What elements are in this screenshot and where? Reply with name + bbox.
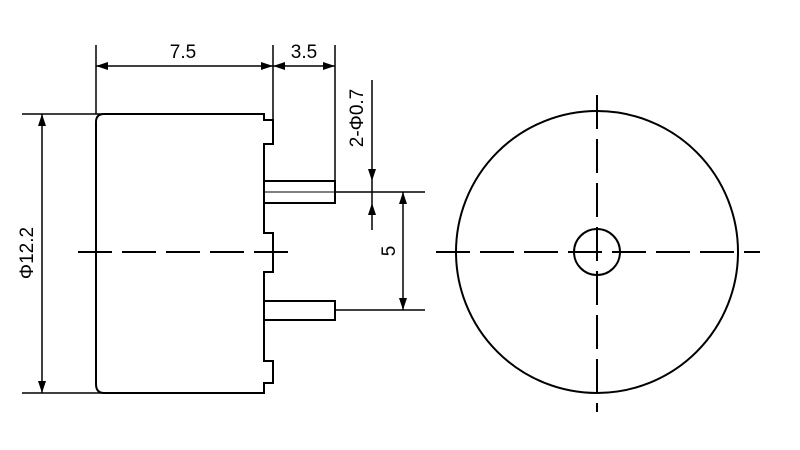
arrow-pin-spacing-top	[399, 192, 407, 204]
label-body-length: 7.5	[170, 42, 196, 63]
side-view	[78, 113, 336, 394]
arrow-body-length-left	[96, 62, 108, 70]
dimension-lines	[22, 45, 425, 394]
arrow-pin-length-right	[323, 62, 335, 70]
label-pin-spacing: 5	[379, 246, 400, 257]
arrow-pin-spacing-bottom	[399, 298, 407, 310]
front-view	[436, 95, 760, 412]
arrow-diameter-bottom	[38, 381, 46, 393]
arrow-body-length-right	[261, 62, 273, 70]
lower-pin	[264, 300, 336, 321]
side-view-body-outline	[95, 113, 274, 394]
dimension-labels: 7.5 3.5 2-Φ0.7 5 Φ12.2	[17, 42, 400, 279]
arrow-pin-length-left	[273, 62, 285, 70]
dimension-arrows	[38, 62, 407, 393]
arrow-pin-dia-upper	[368, 169, 376, 181]
label-pin-length: 3.5	[291, 42, 317, 63]
arrow-diameter-top	[38, 114, 46, 126]
label-pin-diameter: 2-Φ0.7	[347, 89, 368, 147]
label-body-diameter: Φ12.2	[17, 227, 38, 279]
arrow-pin-dia-lower	[368, 203, 376, 215]
